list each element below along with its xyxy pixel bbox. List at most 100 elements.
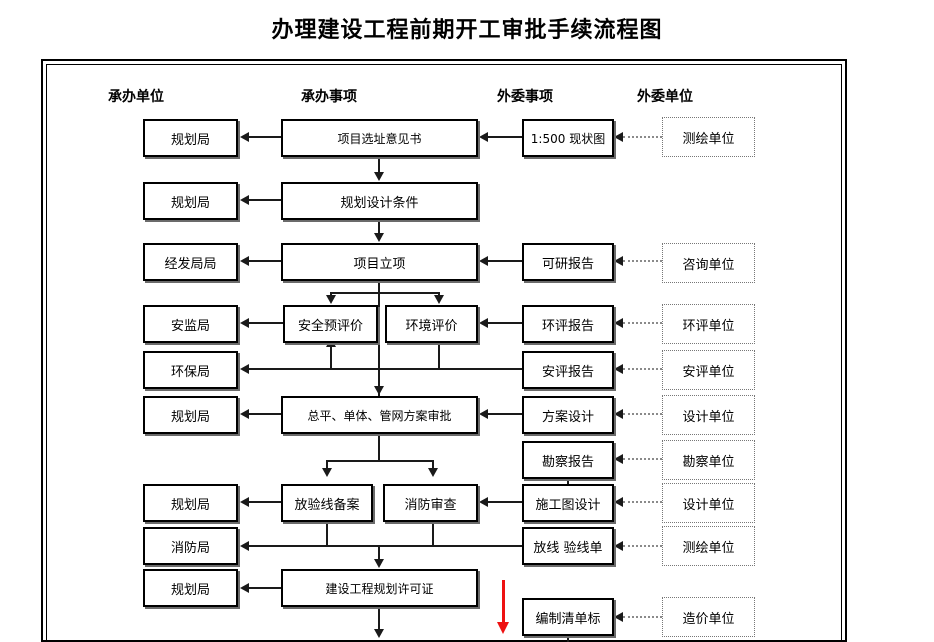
- connector-u2-o2: [623, 260, 662, 262]
- arrowhead-a2: [240, 195, 249, 205]
- task-box-t2[interactable]: 规划设计条件: [281, 182, 478, 220]
- connector-to-t9: [378, 545, 380, 561]
- connector-t3-trunk: [378, 281, 380, 396]
- task-box-t8[interactable]: 消防审查: [383, 484, 478, 522]
- connector-u8-o8: [623, 545, 662, 547]
- red-flow-arrow-shaft: [502, 580, 505, 626]
- arrowhead-t2-top: [374, 172, 384, 181]
- agency-box-a5[interactable]: 环保局: [143, 351, 238, 389]
- agency-box-a1[interactable]: 规划局: [143, 119, 238, 157]
- agency-box-a2[interactable]: 规划局: [143, 182, 238, 220]
- arrowhead-a9: [240, 583, 249, 593]
- task-box-t4[interactable]: 安全预评价: [283, 305, 378, 343]
- outsourced-task-box-o9[interactable]: 编制清单标: [522, 598, 614, 636]
- arrowhead-o4: [614, 364, 623, 374]
- arrowhead-t4-top: [326, 295, 336, 304]
- outsourced-task-box-o8[interactable]: 放线 验线单: [522, 527, 614, 565]
- outsourced-unit-box-u8[interactable]: 测绘单位: [662, 526, 755, 566]
- connector-u3-o3: [623, 322, 662, 324]
- connector-o5-t6: [488, 413, 522, 415]
- outsourced-unit-box-u5[interactable]: 设计单位: [662, 395, 755, 435]
- outsourced-task-box-o6[interactable]: 勘察报告: [522, 441, 614, 479]
- agency-box-a9[interactable]: 规划局: [143, 569, 238, 607]
- outsourced-task-box-o7[interactable]: 施工图设计: [522, 484, 614, 522]
- connector-t4-a4: [249, 322, 283, 324]
- outsourced-task-box-o5[interactable]: 方案设计: [522, 396, 614, 434]
- arrowhead-t8: [479, 497, 488, 507]
- connector-t9-a9: [249, 587, 281, 589]
- arrowhead-t5-top: [434, 295, 444, 304]
- agency-box-a4[interactable]: 安监局: [143, 305, 238, 343]
- connector-t1-t2: [378, 157, 380, 173]
- arrowhead-t5: [479, 318, 488, 328]
- connector-u7-o7: [623, 501, 662, 503]
- connector-o9-down: [567, 636, 569, 642]
- arrowhead-a5: [240, 364, 249, 374]
- arrowhead-o3: [614, 318, 623, 328]
- outsourced-task-box-o1[interactable]: 1:500 现状图: [522, 119, 614, 157]
- outsourced-unit-box-u7[interactable]: 设计单位: [662, 483, 755, 523]
- arrowhead-o5: [614, 409, 623, 419]
- arrowhead-o8: [614, 541, 623, 551]
- arrowhead-t8-top: [428, 468, 438, 477]
- connector-o7-t8: [488, 501, 522, 503]
- arrowhead-o7: [614, 497, 623, 507]
- agency-box-a7[interactable]: 规划局: [143, 484, 238, 522]
- arrowhead-t6: [479, 409, 488, 419]
- arrowhead-t6-top: [374, 386, 384, 395]
- outsourced-unit-box-u3[interactable]: 环评单位: [662, 304, 755, 344]
- connector-u1-o1: [623, 136, 662, 138]
- task-box-t6[interactable]: 总平、单体、管网方案审批: [281, 396, 478, 434]
- outsourced-unit-box-u2[interactable]: 咨询单位: [662, 243, 755, 283]
- task-box-t9[interactable]: 建设工程规划许可证: [281, 569, 478, 607]
- column-header-c2: 承办事项: [301, 89, 357, 105]
- outsourced-unit-box-u9[interactable]: 造价单位: [662, 597, 755, 637]
- outsourced-task-box-o2[interactable]: 可研报告: [522, 243, 614, 281]
- arrowhead-t9-top: [374, 559, 384, 568]
- column-header-c1: 承办单位: [108, 89, 164, 105]
- arrowhead-a7: [240, 497, 249, 507]
- connector-t6-stem: [378, 434, 380, 460]
- arrowhead-o6: [614, 454, 623, 464]
- connector-t9-out: [378, 607, 380, 631]
- red-flow-arrow-head: [497, 622, 509, 634]
- connector-t2-t3: [378, 220, 380, 234]
- arrowhead-o2: [614, 256, 623, 266]
- outsourced-task-box-o4[interactable]: 安评报告: [522, 351, 614, 389]
- page-title: 办理建设工程前期开工审批手续流程图: [271, 17, 663, 43]
- connector-u9-o9: [623, 616, 662, 618]
- agency-box-a3[interactable]: 经发局局: [143, 243, 238, 281]
- task-box-t5[interactable]: 环境评价: [385, 305, 478, 343]
- column-header-c3: 外委事项: [497, 89, 553, 105]
- agency-box-a6[interactable]: 规划局: [143, 396, 238, 434]
- arrowhead-o9: [614, 612, 623, 622]
- arrowhead-a3: [240, 256, 249, 266]
- arrowhead-a4: [240, 318, 249, 328]
- arrowhead-t3-top: [374, 233, 384, 242]
- task-box-t3[interactable]: 项目立项: [281, 243, 478, 281]
- outsourced-unit-box-u1[interactable]: 测绘单位: [662, 117, 755, 157]
- outsourced-unit-box-u4[interactable]: 安评单位: [662, 350, 755, 390]
- outsourced-unit-box-u6[interactable]: 勘察单位: [662, 440, 755, 480]
- arrowhead-t3: [479, 256, 488, 266]
- connector-o2-t3: [488, 260, 522, 262]
- agency-box-a8[interactable]: 消防局: [143, 527, 238, 565]
- connector-u4-o4: [623, 368, 662, 370]
- connector-branch-left: [330, 292, 332, 297]
- arrowhead-t7-top: [322, 468, 332, 477]
- arrowhead-a8: [240, 541, 249, 551]
- connector-up-to-t7: [326, 522, 328, 546]
- connector-o3-t5: [488, 322, 522, 324]
- arrowhead-a1: [240, 132, 249, 142]
- connector-branch-bar-eval: [330, 292, 440, 294]
- outsourced-task-box-o3[interactable]: 环评报告: [522, 305, 614, 343]
- connector-t3-a3: [249, 260, 281, 262]
- connector-o4-a5: [249, 368, 522, 370]
- task-box-t7[interactable]: 放验线备案: [281, 484, 373, 522]
- connector-branch-lower-left: [326, 460, 328, 470]
- connector-t7-a7: [249, 501, 281, 503]
- task-box-t1[interactable]: 项目选址意见书: [281, 119, 478, 157]
- connector-t6-a6: [249, 413, 281, 415]
- arrowhead-o1: [614, 132, 623, 142]
